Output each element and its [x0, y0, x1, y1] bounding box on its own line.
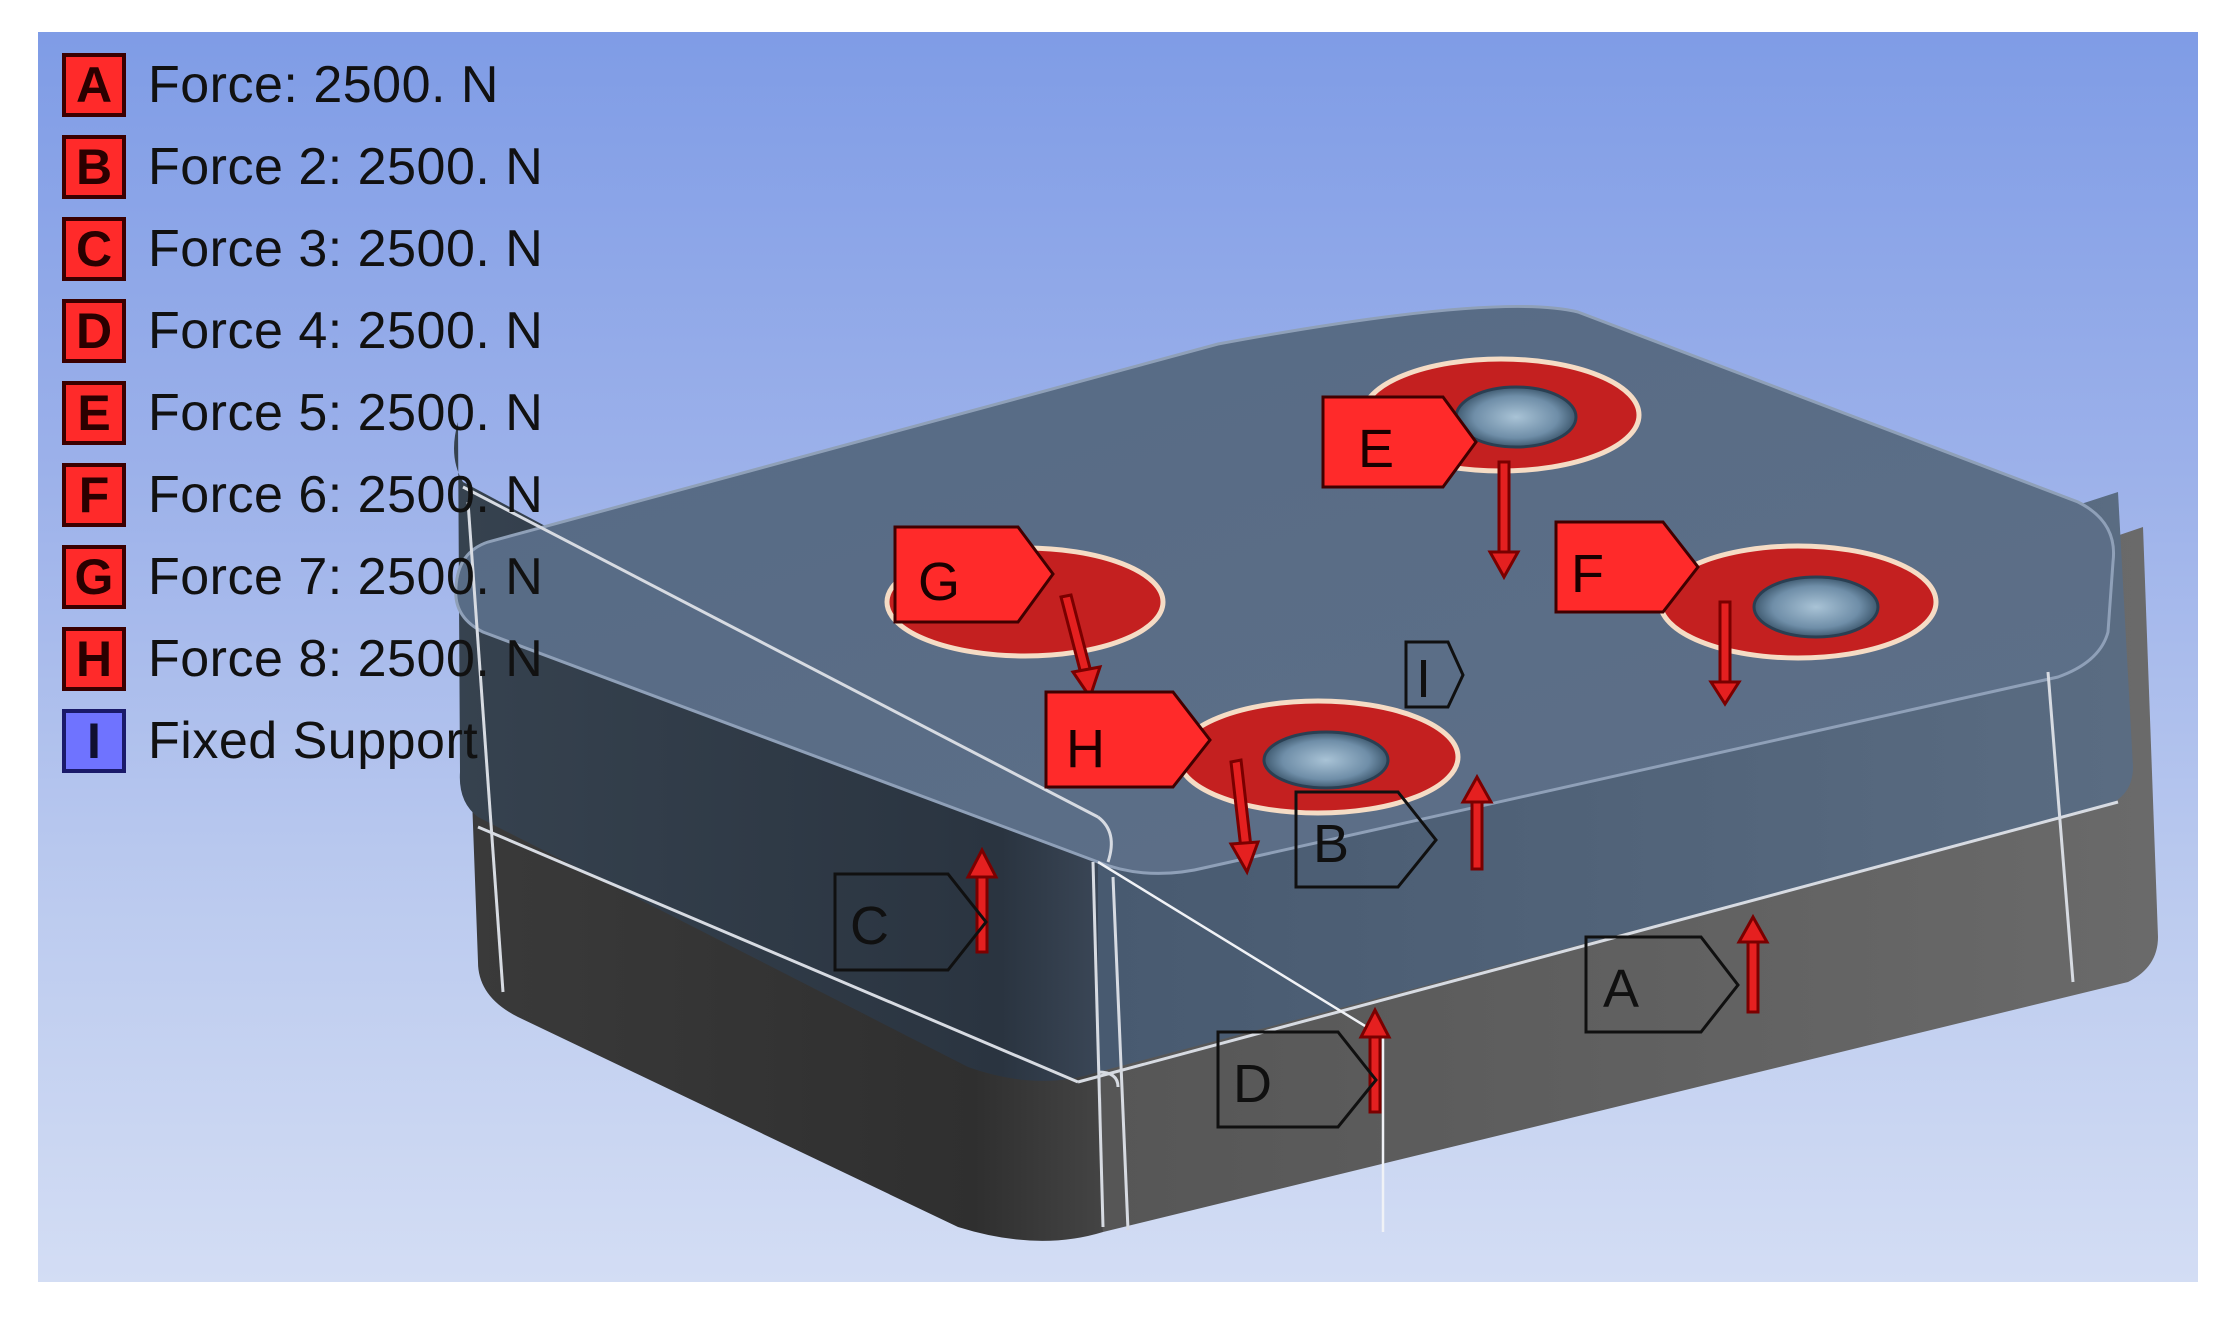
tag-g[interactable]: G: [893, 525, 1055, 624]
legend-swatch: B: [62, 135, 126, 199]
tag-g-label: G: [918, 552, 960, 612]
legend-item-i[interactable]: I Fixed Support: [62, 700, 543, 782]
tag-i-label: I: [1416, 649, 1431, 709]
top-face: [454, 304, 2116, 875]
arrow-a: [1736, 913, 1770, 1014]
legend-label: Force 3: 2500. N: [148, 220, 544, 278]
tag-d[interactable]: D: [1216, 1030, 1378, 1129]
arrow-b: [1460, 773, 1494, 871]
tag-c[interactable]: C: [833, 872, 988, 972]
legend-swatch: E: [62, 381, 126, 445]
tag-b-label: B: [1313, 814, 1349, 874]
graphics-viewport[interactable]: E F G H I B C A: [38, 32, 2198, 1282]
boundary-conditions-legend: A Force: 2500. N B Force 2: 2500. N C Fo…: [62, 44, 543, 782]
legend-swatch: D: [62, 299, 126, 363]
tag-f-label: F: [1571, 544, 1604, 604]
arrow-c: [965, 846, 999, 954]
legend-swatch: G: [62, 545, 126, 609]
legend-item-c[interactable]: C Force 3: 2500. N: [62, 208, 543, 290]
legend-label: Force 8: 2500. N: [148, 630, 544, 688]
legend-label: Force 6: 2500. N: [148, 466, 544, 524]
legend-label: Force 4: 2500. N: [148, 302, 544, 360]
edge-lines: [462, 485, 2119, 1231]
tag-f[interactable]: F: [1554, 520, 1700, 614]
legend-item-d[interactable]: D Force 4: 2500. N: [62, 290, 543, 372]
tag-a[interactable]: A: [1584, 935, 1740, 1034]
tag-c-label: C: [850, 896, 889, 956]
legend-label: Force 7: 2500. N: [148, 548, 544, 606]
tag-a-label: A: [1603, 959, 1639, 1019]
force-arrows: [965, 460, 1770, 1114]
tag-b[interactable]: B: [1294, 790, 1438, 889]
ring-f: [1657, 543, 1939, 661]
model-scene: E F G H I B C A: [454, 304, 2158, 1241]
legend-item-e[interactable]: E Force 5: 2500. N: [62, 372, 543, 454]
legend-swatch: H: [62, 627, 126, 691]
arrow-e: [1487, 460, 1521, 581]
legend-item-f[interactable]: F Force 6: 2500. N: [62, 454, 543, 536]
tag-h-label: H: [1066, 719, 1105, 779]
legend-swatch: C: [62, 217, 126, 281]
legend-swatch: A: [62, 53, 126, 117]
tag-h[interactable]: H: [1044, 690, 1212, 789]
legend-item-h[interactable]: H Force 8: 2500. N: [62, 618, 543, 700]
tag-e[interactable]: E: [1321, 395, 1478, 489]
ring-h: [1175, 698, 1461, 816]
tag-d-label: D: [1233, 1054, 1272, 1114]
legend-swatch: F: [62, 463, 126, 527]
legend-item-g[interactable]: G Force 7: 2500. N: [62, 536, 543, 618]
arrow-h: [1228, 758, 1261, 876]
arrow-f: [1708, 600, 1742, 707]
tag-i[interactable]: I: [1404, 640, 1465, 709]
legend-label: Fixed Support: [148, 712, 479, 770]
arrow-g: [1059, 593, 1103, 701]
legend-label: Force: 2500. N: [148, 56, 499, 114]
legend-swatch: I: [62, 709, 126, 773]
legend-item-b[interactable]: B Force 2: 2500. N: [62, 126, 543, 208]
tag-e-label: E: [1358, 419, 1394, 479]
legend-item-a[interactable]: A Force: 2500. N: [62, 44, 543, 126]
legend-label: Force 2: 2500. N: [148, 138, 544, 196]
legend-label: Force 5: 2500. N: [148, 384, 544, 442]
